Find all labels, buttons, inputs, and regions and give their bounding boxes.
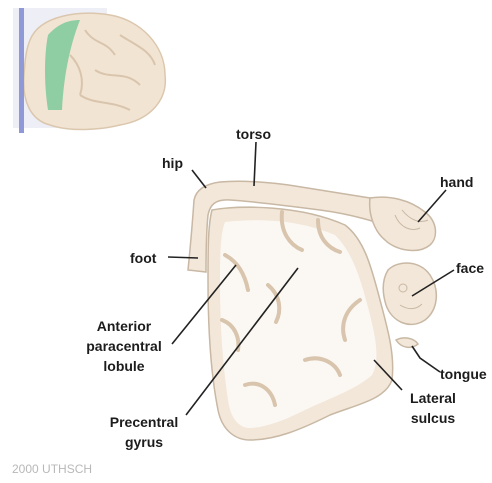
leader-torso <box>254 142 256 186</box>
label-anterior-paracentral-lobule: Anterior paracentral lobule <box>76 316 172 376</box>
leader-foot <box>168 257 198 258</box>
label-foot: foot <box>130 248 156 268</box>
homunculus-hand <box>370 197 436 250</box>
label-tongue: tongue <box>440 364 492 384</box>
leader-hip <box>192 170 206 188</box>
brain-thumbnail <box>13 8 165 133</box>
label-hand: hand <box>440 172 473 192</box>
section-plane-marker <box>19 8 24 133</box>
coronal-brain-section <box>208 207 393 440</box>
copyright-credit: 2000 UTHSCH <box>12 462 92 476</box>
label-precentral-gyrus: Precentral gyrus <box>98 412 190 452</box>
leader-hand <box>418 190 446 222</box>
brain-thumbnail-outline <box>24 13 166 129</box>
homunculus-tongue <box>396 338 418 347</box>
homunculus-face <box>383 263 436 324</box>
label-hip: hip <box>162 153 183 173</box>
label-lateral-sulcus: Lateral sulcus <box>395 388 471 428</box>
leader-tongue <box>412 346 440 372</box>
label-torso: torso <box>236 124 271 144</box>
label-face: face <box>456 258 484 278</box>
